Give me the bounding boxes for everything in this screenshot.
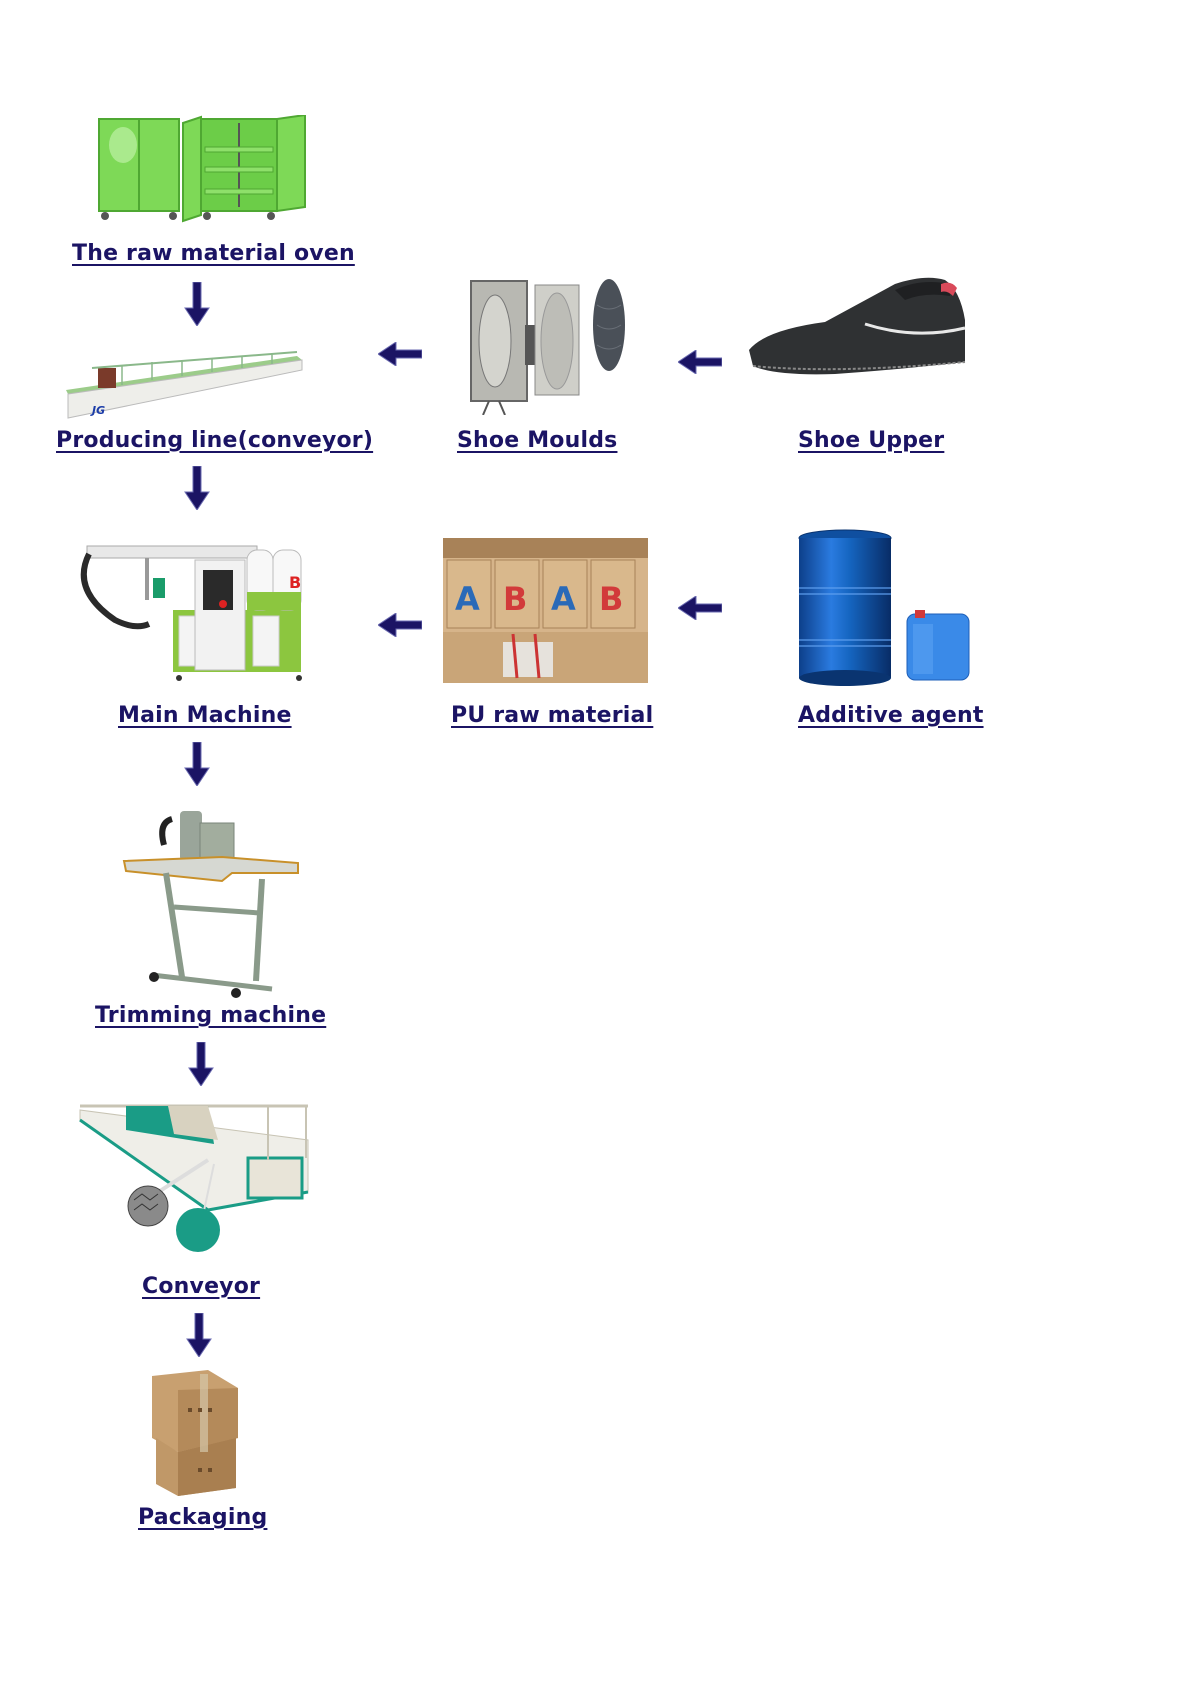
down-arrow-icon [188, 1042, 214, 1086]
carton-letter-b: B [599, 580, 623, 618]
trimming-machine-image [122, 805, 302, 1000]
jg-logo: JG [90, 404, 105, 417]
left-arrow-icon [378, 613, 422, 637]
producing-line-label: Producing line(conveyor) [56, 428, 374, 453]
trimming-machine-label: Trimming machine [95, 1003, 327, 1028]
shoe-upper-image [745, 270, 975, 385]
conveyor-image [78, 1100, 318, 1255]
pu-raw-material-label: PU raw material [451, 703, 654, 728]
shoe-moulds-image [455, 265, 635, 415]
down-arrow-icon [186, 1313, 212, 1357]
down-arrow-icon [184, 282, 210, 326]
shoe-moulds-label: Shoe Moulds [457, 428, 618, 453]
main-machine-label: Main Machine [118, 703, 292, 728]
producing-line-image: JG [62, 350, 307, 422]
additive-agent-image [795, 528, 980, 688]
down-arrow-icon [184, 742, 210, 786]
oven-label: The raw material oven [72, 241, 355, 266]
shoe-upper-label: Shoe Upper [798, 428, 945, 453]
conveyor-label: Conveyor [142, 1274, 261, 1299]
pu-raw-material-image: A B A B [443, 538, 648, 683]
svg-text:B: B [289, 573, 301, 592]
down-arrow-icon [184, 466, 210, 510]
carton-letter-a: A [455, 580, 480, 618]
additive-agent-label: Additive agent [798, 703, 984, 728]
oven-image [95, 115, 315, 225]
left-arrow-icon [378, 342, 422, 366]
carton-letter-b: B [503, 580, 527, 618]
carton-letter-a: A [551, 580, 576, 618]
packaging-label: Packaging [138, 1505, 268, 1530]
left-arrow-icon [678, 350, 722, 374]
left-arrow-icon [678, 596, 722, 620]
packaging-image [148, 1368, 243, 1498]
main-machine-image: B [75, 540, 305, 685]
